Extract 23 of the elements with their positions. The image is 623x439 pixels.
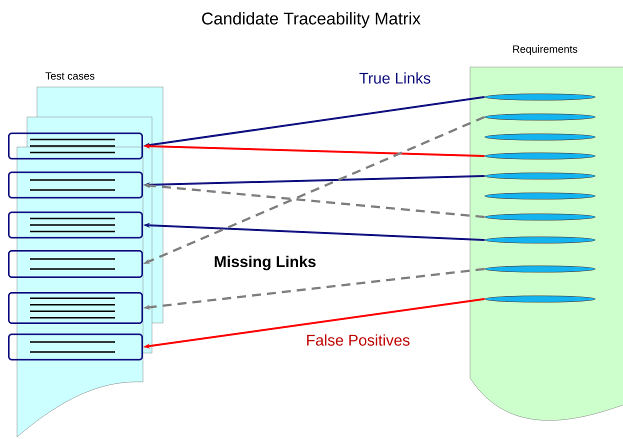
title: Candidate Traceability Matrix [202,12,421,28]
test-case-box [8,212,143,238]
requirement-ellipse [484,134,596,140]
requirement-ellipse [484,172,596,180]
test-case-box [8,334,143,360]
requirement-ellipse [484,114,596,120]
requirement-ellipse [484,296,596,302]
node-label: Test cases [45,72,94,80]
requirement-ellipse [484,266,596,272]
test-case-box [8,250,143,278]
link-type-label: Missing Links [214,256,316,270]
link-type-label: True Links [359,72,430,84]
test-case-box [8,172,143,198]
document-page: Test cases [16,72,164,438]
requirement-ellipse [484,236,596,244]
requirement-ellipse [484,94,596,100]
test-case-box [8,132,143,160]
node-label: Requirements [513,45,578,55]
requirement-ellipse [484,152,596,160]
test-case-box [8,292,143,324]
link-type-label: False Positives [307,334,410,346]
requirement-ellipse [484,192,596,200]
requirement-ellipse [484,214,596,220]
